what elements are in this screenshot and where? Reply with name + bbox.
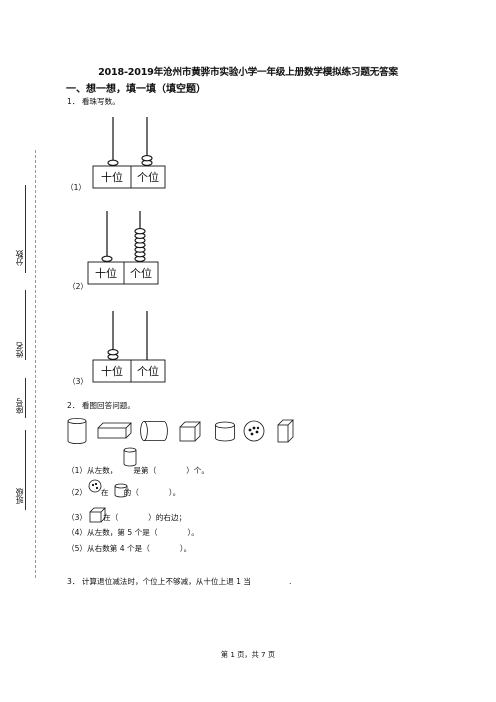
q2-line-3: （3）在（）的右边；: [67, 513, 187, 522]
answer-blank[interactable]: [250, 583, 289, 584]
inline-ball-icon: [88, 479, 102, 493]
q2-line-5: （5）从右数第 4 个是（）。: [67, 544, 192, 553]
score-underline: [25, 185, 26, 273]
inline-short-cylinder-icon: [114, 483, 128, 498]
page-title: 2018-2019年沧州市黄骅市实验小学一年级上册数学模拟练习题无答案: [98, 67, 398, 78]
tall-cuboid-shape: [277, 419, 294, 443]
ones-bead: [141, 155, 153, 162]
tens-bead: [107, 349, 119, 356]
short-cylinder-shape: [215, 421, 235, 442]
abacus-frame: [92, 359, 166, 383]
lying-cylinder-shape: [140, 421, 168, 441]
tens-bead: [101, 255, 113, 262]
ones-label-3: 个位: [137, 365, 159, 378]
seat-underline: [25, 378, 26, 418]
tens-label-2: 十位: [95, 267, 117, 280]
q2-stem: 2． 看图回答问题。: [67, 401, 135, 410]
tens-bead: [107, 159, 119, 166]
ones-bead: [134, 228, 146, 235]
q1-stem: 1． 看珠写数。: [67, 97, 120, 106]
long-cuboid-shape: [97, 422, 132, 439]
ones-label-2: 个位: [130, 267, 152, 280]
inline-cylinder-icon: [123, 447, 137, 467]
q3-stem: 3． 计算退位减法时，个位上不够减，从十位上退 1 当.: [67, 577, 292, 586]
ball-shape: [243, 420, 265, 442]
abacus-frame: [87, 261, 159, 285]
q2-line-2: （2）在的（）。: [67, 488, 181, 497]
page-footer: 第 1 页，共 7 页: [220, 650, 276, 659]
binding-dashed-line: [35, 150, 36, 578]
tens-label-1: 十位: [101, 171, 123, 184]
q2-line-4: （4）从左数，第 5 个是（）。: [67, 528, 199, 537]
tall-cylinder-shape: [67, 417, 87, 444]
q2-line-1: （1）从左数，是第（）个。: [67, 466, 209, 475]
tens-label-3: 十位: [101, 365, 123, 378]
ones-label-1: 个位: [137, 171, 159, 184]
abacus-frame: [92, 165, 166, 189]
section-heading: 一、想一想，填一填（填空题）: [66, 84, 206, 95]
name-underline: [25, 290, 26, 360]
cube-shape: [179, 421, 201, 442]
q1-label-1: （1）: [66, 183, 87, 192]
q1-label-3: （3）: [68, 377, 89, 386]
class-underline: [25, 430, 26, 510]
inline-cube-icon: [89, 507, 106, 523]
q1-label-2: （2）: [68, 282, 89, 291]
